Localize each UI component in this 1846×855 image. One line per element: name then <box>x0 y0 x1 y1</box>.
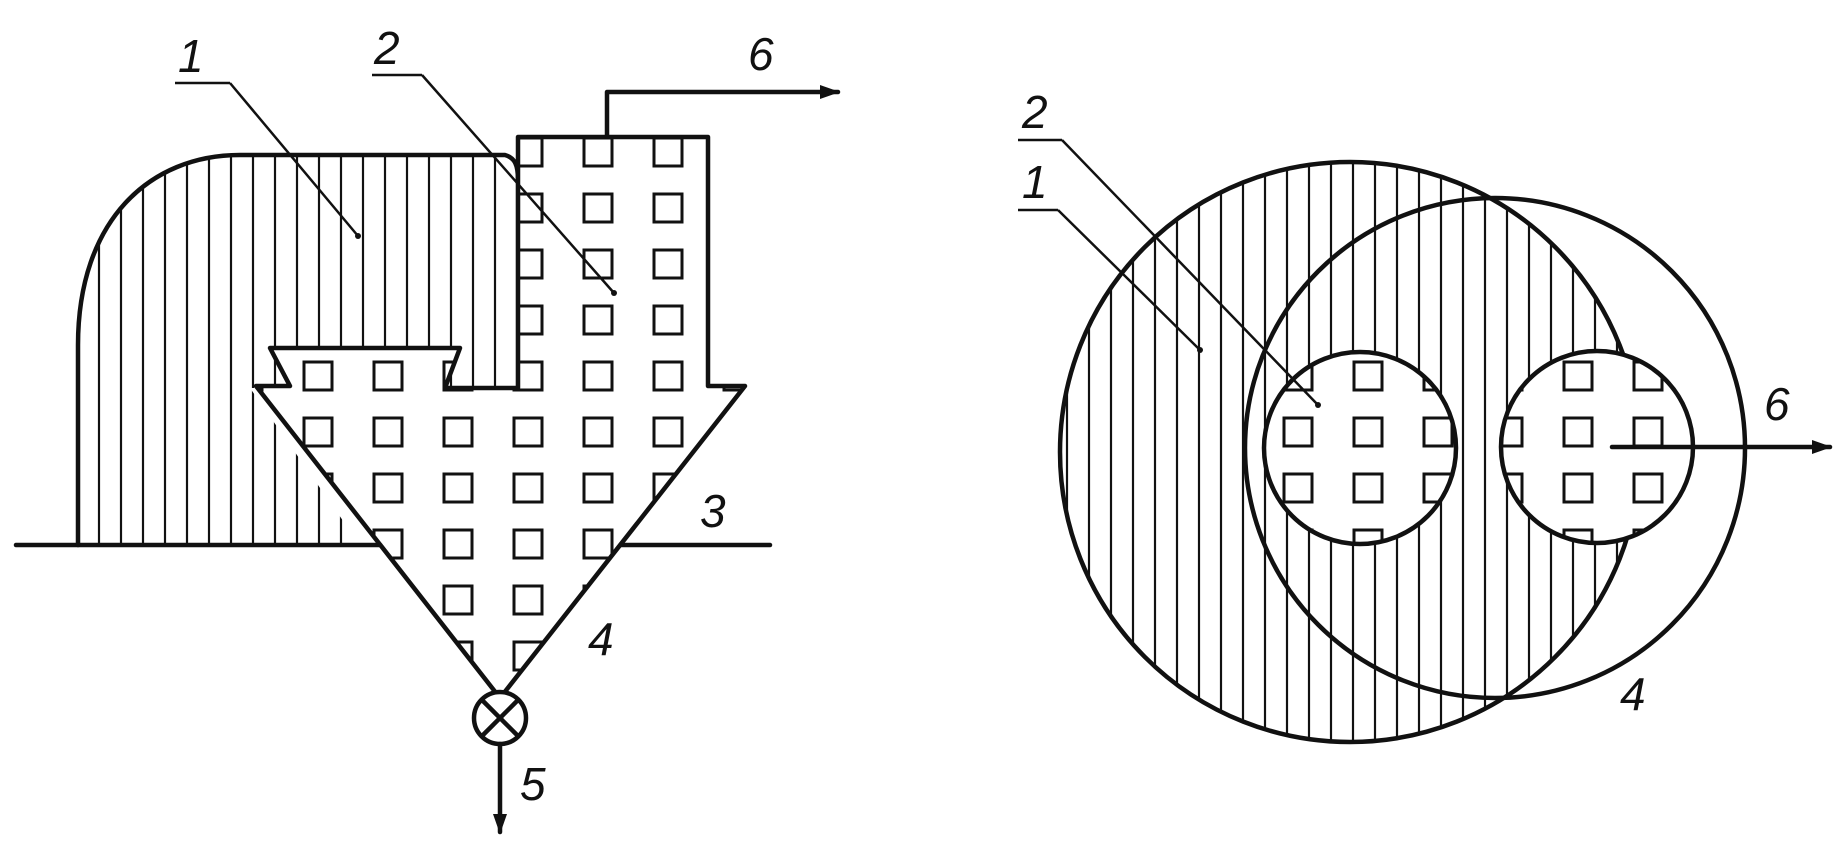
label-3: 3 <box>700 485 726 537</box>
gridded-circle-left <box>1261 349 1459 547</box>
gridded-zone-2 <box>256 137 745 698</box>
label-1-top: 1 <box>1022 156 1048 208</box>
label-2: 2 <box>373 22 400 74</box>
outlet-6-line <box>604 85 841 140</box>
label-4-top: 4 <box>1620 668 1646 720</box>
label-4: 4 <box>588 613 614 665</box>
label-6-top: 6 <box>1764 378 1790 430</box>
dome-outline <box>75 152 521 548</box>
valve-icon <box>471 689 529 747</box>
hatched-zone-1 <box>78 155 518 545</box>
label-6: 6 <box>748 28 774 80</box>
side-view: 1 2 6 3 4 5 <box>13 22 841 835</box>
funnel-outline <box>253 134 748 701</box>
leader-1-top-diag <box>1057 209 1201 351</box>
leader-1-diag <box>229 82 359 237</box>
leader-2-diag <box>421 74 615 294</box>
label-1: 1 <box>178 30 204 82</box>
label-5: 5 <box>520 758 546 810</box>
leader-2-top-diag <box>1061 139 1319 406</box>
top-view: 2 1 6 4 <box>1018 86 1833 745</box>
label-2-top: 2 <box>1021 86 1048 138</box>
